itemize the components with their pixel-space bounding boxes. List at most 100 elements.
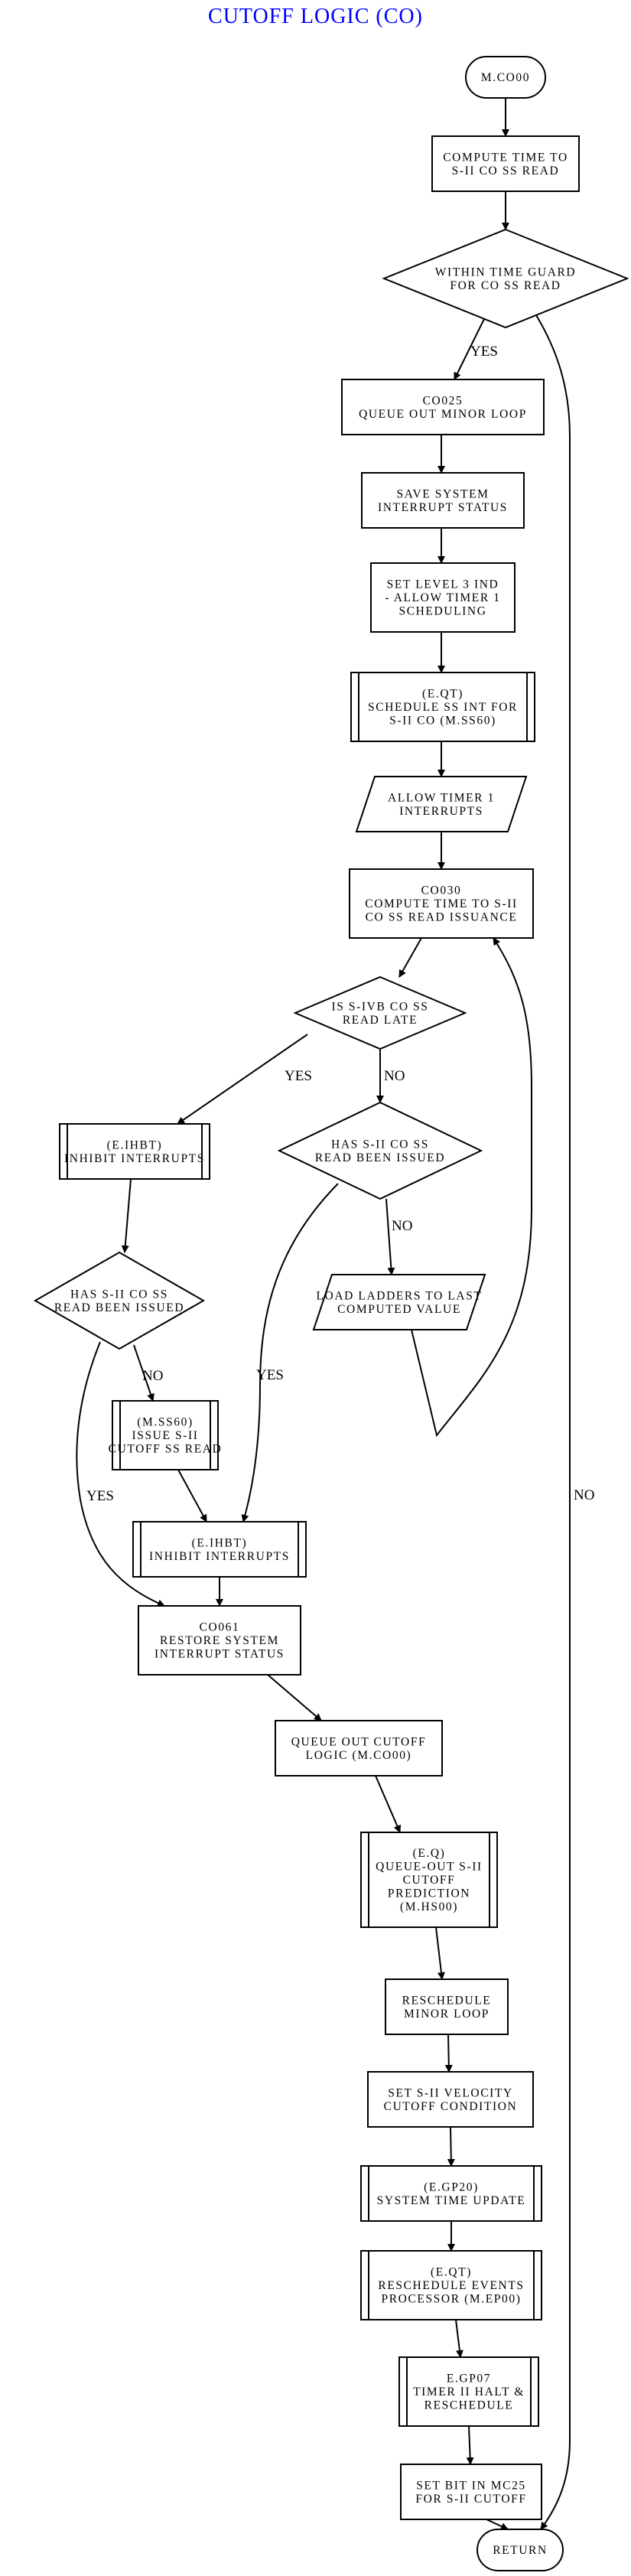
- node-label-line: MINOR LOOP: [404, 2008, 490, 2021]
- node-label-line: QUEUE OUT MINOR LOOP: [359, 408, 527, 421]
- node-label-line: RESCHEDULE: [402, 1994, 492, 2007]
- node-label-line: CO030: [421, 884, 462, 897]
- node-label-line: (E.QT): [422, 688, 463, 701]
- node-label-line: SYSTEM TIME UPDATE: [377, 2194, 526, 2207]
- edge-label-yes: YES: [256, 1367, 284, 1383]
- node-label-line: ISSUE S-II: [132, 1429, 198, 1442]
- decision-shape: [277, 1101, 483, 1200]
- edge-label-no: NO: [574, 1487, 594, 1503]
- node-inhibit-1: (E.IHBT)INHIBIT INTERRUPTS: [59, 1123, 210, 1180]
- node-label-line: SCHEDULING: [398, 605, 486, 618]
- subroutine-shape: [398, 2356, 539, 2427]
- io-shape: [355, 776, 528, 832]
- edge-is-sivb-late-to-inhibit-1: [177, 1034, 308, 1125]
- node-label-line: INHIBIT INTERRUPTS: [64, 1152, 205, 1165]
- node-label-line: LOAD LADDERS TO LAST: [316, 1289, 482, 1302]
- node-label-line: COMPUTED VALUE: [337, 1303, 461, 1316]
- node-label-line: CUTOFF: [403, 1874, 456, 1887]
- node-label-line: S-II CO (M.SS60): [389, 715, 496, 728]
- node-label-line: WITHIN TIME GUARD: [435, 265, 576, 278]
- node-label-line: - ALLOW TIMER 1: [385, 591, 500, 604]
- node-label-line: INTERRUPT STATUS: [378, 501, 508, 514]
- node-label-line: M.CO00: [481, 71, 530, 84]
- process-shape: [367, 2071, 534, 2128]
- subroutine-shape: [112, 1400, 219, 1470]
- edge-has-sii-issued-2-to-load-ladders: [385, 1198, 395, 1275]
- edge-has-sii-issued-2-to-inhibit-2: [241, 1183, 339, 1522]
- edge-label-yes: YES: [470, 344, 498, 360]
- node-label-line: RETURN: [493, 2544, 548, 2557]
- subroutine-shape: [59, 1123, 210, 1180]
- node-label-line: RESTORE SYSTEM: [160, 1634, 279, 1647]
- node-label-line: READ BEEN ISSUED: [315, 1151, 445, 1164]
- node-label-line: TIMER II HALT &: [413, 2385, 525, 2399]
- diagram-title: CUTOFF LOGIC (CO): [208, 5, 423, 28]
- node-label-line: COMPUTE TIME TO: [443, 151, 568, 164]
- node-inhibit-2: (E.IHBT)INHIBIT INTERRUPTS: [132, 1521, 307, 1578]
- node-label-line: (M.SS60): [137, 1416, 194, 1429]
- node-label-line: RESCHEDULE: [424, 2399, 514, 2412]
- edge-label-no: NO: [392, 1218, 412, 1234]
- decision-shape: [293, 975, 467, 1050]
- edge-label-yes: YES: [86, 1488, 114, 1504]
- node-return: RETURN: [477, 2529, 564, 2571]
- subroutine-shape: [132, 1521, 307, 1578]
- io-shape: [312, 1274, 486, 1330]
- edges-layer: [76, 98, 571, 2530]
- node-label-line: SET LEVEL 3 IND: [387, 578, 499, 591]
- node-label-line: (E.QT): [431, 2266, 472, 2279]
- node-label-line: IS S-IVB CO SS: [331, 1000, 428, 1013]
- subroutine-shape: [350, 672, 535, 742]
- process-shape: [275, 1720, 443, 1776]
- node-label-line: (M.HS00): [400, 1900, 458, 1913]
- node-label-line: QUEUE-OUT S-II: [376, 1861, 483, 1874]
- decision-shape: [382, 228, 629, 329]
- node-label-line: READ LATE: [343, 1014, 418, 1027]
- node-label-line: HAS S-II CO SS: [70, 1288, 168, 1301]
- node-label-line: (E.IHBT): [192, 1536, 248, 1549]
- decision-shape: [33, 1251, 206, 1350]
- node-label-line: PREDICTION: [388, 1887, 470, 1900]
- node-label-line: QUEUE OUT CUTOFF: [291, 1735, 427, 1748]
- node-label-line: E.GP07: [447, 2372, 491, 2385]
- process-shape: [138, 1605, 301, 1676]
- edge-issue-sii-to-inhibit-2: [177, 1469, 207, 1522]
- node-label-line: LOGIC (M.CO00): [306, 1749, 412, 1762]
- node-label-line: (E.GP20): [424, 2180, 479, 2193]
- subroutine-shape: [360, 2165, 542, 2222]
- process-shape: [361, 472, 525, 529]
- edge-within-guard-to-return: [535, 314, 571, 2530]
- node-label-line: READ BEEN ISSUED: [54, 1301, 184, 1314]
- node-label-line: CO025: [423, 394, 463, 407]
- terminal-shape: [477, 2529, 564, 2571]
- process-shape: [370, 562, 516, 633]
- process-shape: [431, 135, 580, 192]
- node-label-line: (E.Q): [413, 1847, 446, 1860]
- node-time-update: (E.GP20)SYSTEM TIME UPDATE: [360, 2165, 542, 2222]
- edge-has-sii-issued-1-to-co061: [76, 1341, 165, 1607]
- node-label-line: CUTOFF CONDITION: [384, 2100, 518, 2113]
- node-label-line: INHIBIT INTERRUPTS: [149, 1550, 290, 1563]
- node-label-line: CO SS READ ISSUANCE: [366, 911, 518, 924]
- edge-inhibit-1-to-has-sii-issued-1: [121, 1178, 132, 1253]
- edge-reschedule-events-to-timer2-halt: [455, 2319, 463, 2358]
- node-label-line: SAVE SYSTEM: [396, 487, 489, 500]
- subroutine-shape: [360, 1832, 498, 1928]
- edge-label-no: NO: [142, 1368, 163, 1384]
- node-label-line: FOR CO SS READ: [450, 279, 561, 292]
